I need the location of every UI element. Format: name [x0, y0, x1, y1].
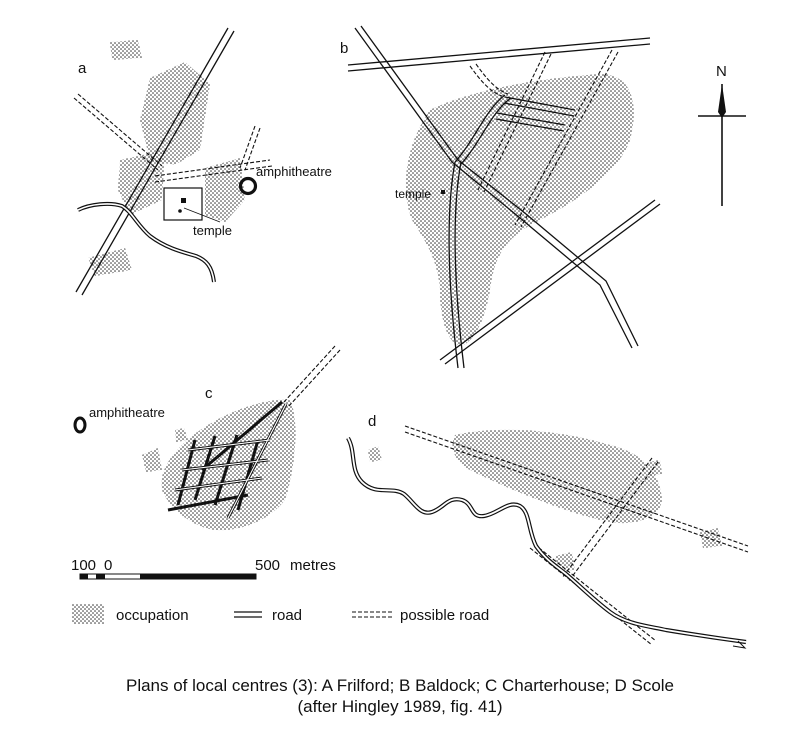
panel-d-letter: d	[368, 413, 376, 430]
legend-occupation-label: occupation	[116, 607, 189, 624]
panel-a-amphitheatre-label: amphitheatre	[256, 164, 332, 179]
panel-c: c amphitheatre	[73, 345, 341, 531]
panel-b-letter: b	[340, 40, 348, 57]
scale-unit: metres	[290, 557, 336, 574]
legend-road-label: road	[272, 607, 302, 624]
panel-a-temple-enclosure	[163, 187, 203, 221]
scale-label-100: 100	[71, 557, 96, 574]
north-arrow: N	[698, 63, 746, 206]
north-label: N	[716, 63, 727, 80]
panel-b-temple-marker	[441, 190, 445, 194]
panel-d: d	[346, 413, 749, 649]
scale-label-500: 500	[255, 557, 280, 574]
panel-c-possible-road	[283, 345, 341, 407]
panel-b-roads	[347, 25, 661, 369]
panel-c-amphitheatre-label: amphitheatre	[89, 405, 165, 420]
panel-b-occupation	[405, 74, 634, 346]
caption-line-1: Plans of local centres (3): A Frilford; …	[125, 676, 675, 695]
panel-a-possible-roads	[73, 93, 273, 183]
legend-occupation-swatch	[72, 604, 104, 624]
panel-b-temple-label: temple	[395, 187, 431, 201]
panel-c-amphitheatre	[73, 416, 87, 434]
caption-line-2: (after Hingley 1989, fig. 41)	[297, 697, 503, 716]
panel-a-letter: a	[78, 60, 87, 77]
panel-a: a temple	[73, 27, 332, 296]
panel-a-amphitheatre	[238, 176, 258, 196]
legend: occupation road possible road	[72, 604, 489, 624]
scale-label-0: 0	[104, 557, 112, 574]
panel-c-letter: c	[205, 385, 213, 402]
scale-bar: 100 0 500 metres	[71, 557, 336, 580]
panel-d-occupation	[368, 429, 722, 572]
legend-possible-road-swatch	[352, 611, 392, 618]
legend-road-swatch	[234, 611, 262, 618]
panel-a-temple-label: temple	[193, 223, 232, 238]
panel-b-possible-roads	[469, 49, 619, 228]
legend-possible-road-label: possible road	[400, 607, 489, 624]
panel-c-street-grid	[167, 400, 288, 519]
panel-a-occupation	[88, 40, 245, 276]
panel-b: b templ	[340, 25, 661, 369]
